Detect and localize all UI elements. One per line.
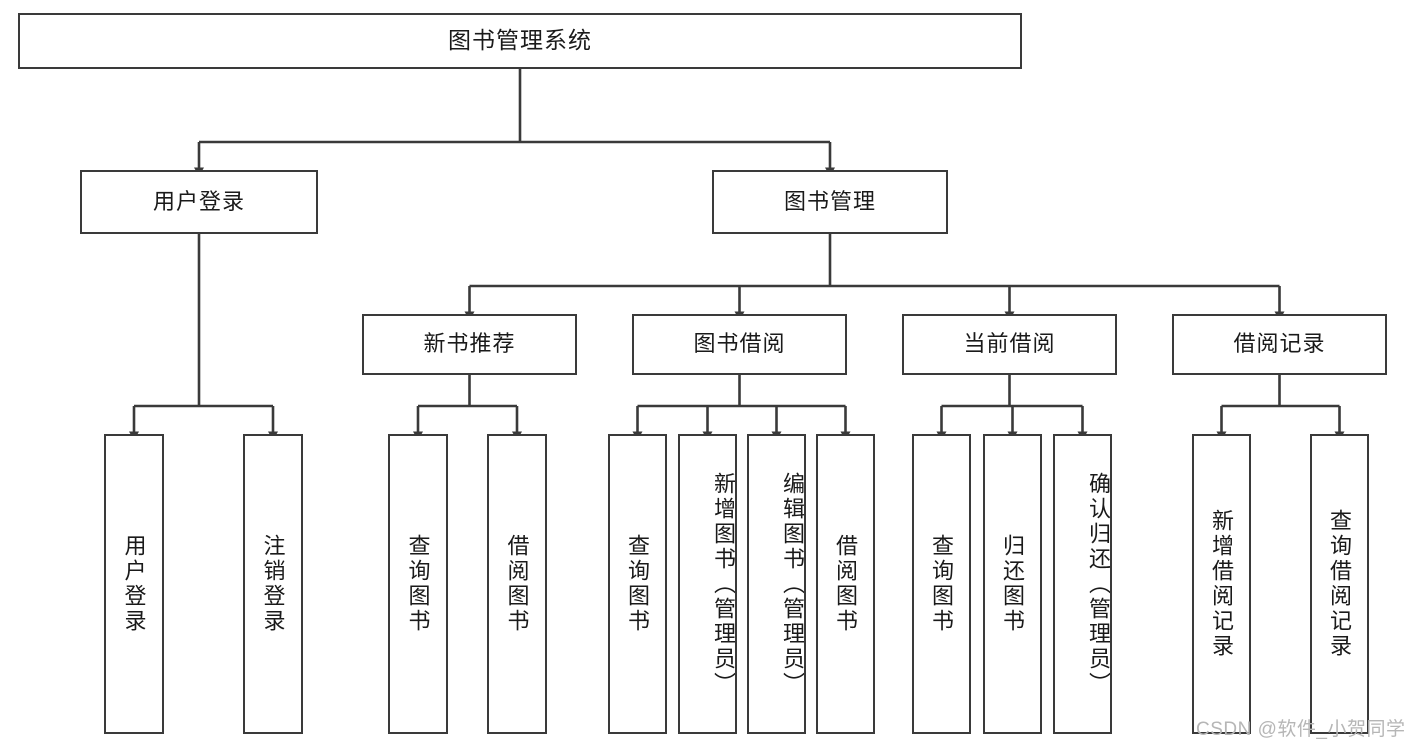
node-leaf-bk-borrow[interactable]: 借阅图书 bbox=[816, 434, 875, 734]
node-leaf-rec-add[interactable]: 新增借阅记录 bbox=[1192, 434, 1251, 734]
node-leaf-bk-query[interactable]: 查询图书 bbox=[608, 434, 667, 734]
node-label: 新增借阅记录 bbox=[1209, 509, 1235, 659]
node-leaf-user-login[interactable]: 用户登录 bbox=[104, 434, 164, 734]
node-leaf-cur-return[interactable]: 归还图书 bbox=[983, 434, 1042, 734]
node-label: 用户登录 bbox=[121, 534, 147, 634]
node-l2-borrow[interactable]: 图书借阅 bbox=[632, 314, 847, 375]
node-leaf-nb-borrow[interactable]: 借阅图书 bbox=[487, 434, 547, 734]
node-leaf-cur-query[interactable]: 查询图书 bbox=[912, 434, 971, 734]
node-l2-records[interactable]: 借阅记录 bbox=[1172, 314, 1387, 375]
node-l1-user-login[interactable]: 用户登录 bbox=[80, 170, 318, 234]
node-l1-book-manage[interactable]: 图书管理 bbox=[712, 170, 948, 234]
node-label: 新增图书（管理员） bbox=[711, 471, 736, 697]
node-label: 借阅记录 bbox=[1233, 331, 1326, 357]
node-leaf-bk-edit[interactable]: 编辑图书（管理员） bbox=[747, 434, 806, 734]
node-label: 编辑图书（管理员） bbox=[780, 471, 805, 697]
node-leaf-user-logout[interactable]: 注销登录 bbox=[243, 434, 303, 734]
node-label: 用户登录 bbox=[152, 188, 245, 214]
node-label: 注销登录 bbox=[260, 534, 286, 634]
node-label: 查询借阅记录 bbox=[1327, 509, 1353, 659]
node-label: 查询图书 bbox=[929, 534, 955, 634]
node-label: 借阅图书 bbox=[504, 534, 530, 634]
node-label: 借阅图书 bbox=[833, 534, 859, 634]
node-label: 当前借阅 bbox=[963, 331, 1056, 357]
node-label: 图书借阅 bbox=[693, 331, 786, 357]
node-leaf-nb-query[interactable]: 查询图书 bbox=[388, 434, 448, 734]
node-l2-new-book[interactable]: 新书推荐 bbox=[362, 314, 577, 375]
node-label: 新书推荐 bbox=[423, 331, 516, 357]
node-leaf-rec-query[interactable]: 查询借阅记录 bbox=[1310, 434, 1369, 734]
node-label: 确认归还（管理员） bbox=[1086, 471, 1111, 697]
node-root[interactable]: 图书管理系统 bbox=[18, 13, 1022, 69]
node-label: 查询图书 bbox=[625, 534, 651, 634]
node-l2-current[interactable]: 当前借阅 bbox=[902, 314, 1117, 375]
node-leaf-cur-confirm[interactable]: 确认归还（管理员） bbox=[1053, 434, 1112, 734]
node-label: 归还图书 bbox=[1000, 534, 1026, 634]
node-label: 图书管理 bbox=[783, 188, 876, 214]
node-leaf-bk-add[interactable]: 新增图书（管理员） bbox=[678, 434, 737, 734]
node-label: 图书管理系统 bbox=[448, 27, 592, 54]
node-label: 查询图书 bbox=[405, 534, 431, 634]
